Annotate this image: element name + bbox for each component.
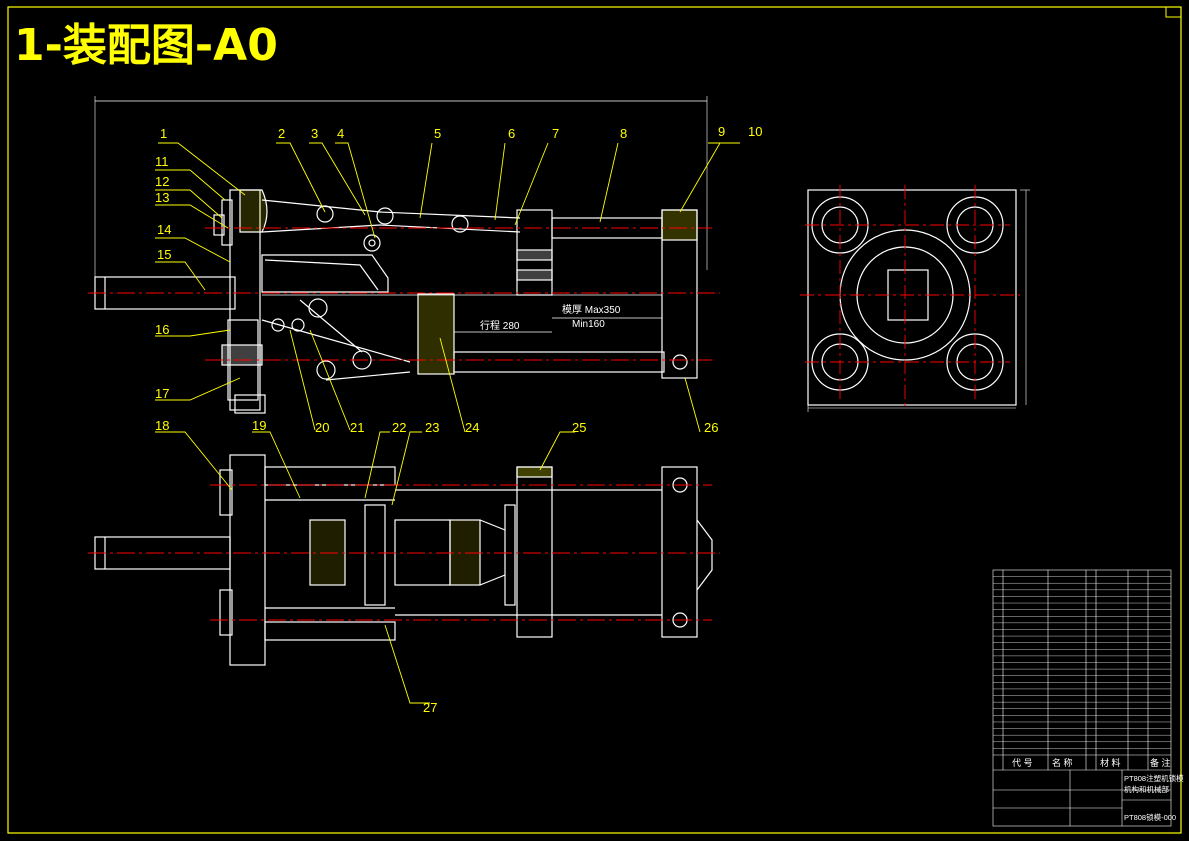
header-remark: 备 注 <box>1150 757 1171 768</box>
stroke-label: 行程 280 <box>480 319 520 332</box>
side-elevation-view <box>94 96 708 414</box>
balloon-9: 9 <box>718 124 725 139</box>
balloon-13: 13 <box>155 190 169 205</box>
dimension-annotations: 模厚 Max350 Min160 行程 280 <box>480 304 621 332</box>
balloon-27: 27 <box>423 700 437 715</box>
balloon-21: 21 <box>350 420 364 435</box>
balloon-1: 1 <box>160 126 167 141</box>
drawing-number: PT808锁模-000 <box>1124 812 1176 822</box>
parts-list <box>992 569 1172 827</box>
balloon-25: 25 <box>572 420 586 435</box>
drawing-title: 1-装配图-A0 <box>14 20 278 71</box>
balloon-19: 19 <box>252 418 266 433</box>
corner-mark <box>1165 6 1182 18</box>
balloon-8: 8 <box>620 126 627 141</box>
balloon-2: 2 <box>278 126 285 141</box>
balloon-23: 23 <box>425 420 439 435</box>
balloon-12: 12 <box>155 174 169 189</box>
mold-thickness-label: 模厚 Max350 <box>562 304 621 316</box>
centerlines-top <box>88 227 720 361</box>
balloon-7: 7 <box>552 126 559 141</box>
balloon-17: 17 <box>155 386 169 401</box>
mold-min-label: Min160 <box>572 319 605 330</box>
end-view <box>807 189 1030 412</box>
header-code: 代 号 <box>1012 758 1033 768</box>
leader-lines <box>155 142 740 704</box>
balloon-6: 6 <box>508 126 515 141</box>
balloon-15: 15 <box>157 247 171 262</box>
header-material: 材 料 <box>1100 757 1121 768</box>
balloon-11: 11 <box>155 154 169 169</box>
sheet-border <box>7 6 1182 834</box>
balloon-26: 26 <box>704 420 718 435</box>
plan-view <box>94 454 713 666</box>
dimension-lines <box>454 317 662 333</box>
balloon-22: 22 <box>392 420 406 435</box>
centerlines-plan <box>88 484 720 621</box>
centerlines-end <box>800 185 1020 410</box>
parts-list-header: 代 号 名 称 材 料 备 注 PT808注塑机锁模 机构和机械部 PT808锁… <box>1012 757 1184 822</box>
balloon-14: 14 <box>157 222 171 237</box>
balloon-3: 3 <box>311 126 318 141</box>
project-sub: 机构和机械部 <box>1124 784 1169 794</box>
balloon-20: 20 <box>315 420 329 435</box>
balloon-5: 5 <box>434 126 441 141</box>
balloon-labels: 1 2 3 4 5 6 7 8 9 10 11 12 13 14 15 16 1… <box>155 124 762 715</box>
balloon-16: 16 <box>155 322 169 337</box>
balloon-4: 4 <box>337 126 344 141</box>
project-name: PT808注塑机锁模 <box>1124 773 1184 783</box>
header-name: 名 称 <box>1052 757 1073 768</box>
parts-list-rows <box>993 576 1171 749</box>
balloon-10: 10 <box>748 124 762 139</box>
balloon-18: 18 <box>155 418 169 433</box>
balloon-24: 24 <box>465 420 479 435</box>
